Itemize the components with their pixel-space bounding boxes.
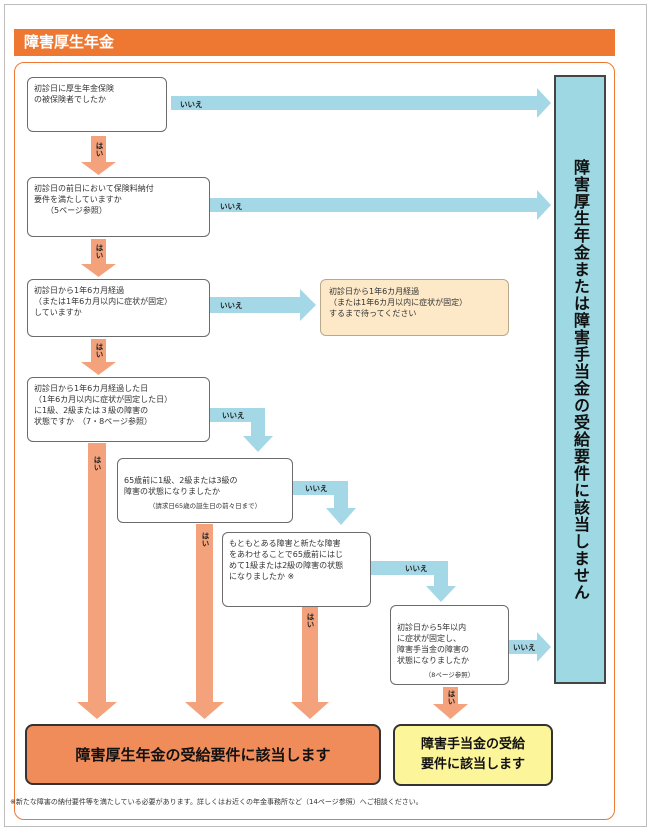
yes-label-2: はい — [95, 244, 104, 259]
question-before-65-text: 65歳前に1級、2級または3級の 障害の状態になりましたか — [124, 476, 238, 496]
no-arrow-6 — [371, 561, 456, 602]
no-label-3: いいえ — [220, 301, 243, 310]
no-label-7: いいえ — [513, 643, 536, 652]
question-combined-disability: もともとある障害と新たな障害 をあわせることで65歳前にはじ めて1級または2級… — [222, 532, 371, 607]
question-5-years-note: （8ページ参照） — [424, 671, 475, 679]
footnote: ※新たな障害の納付要件等を満たしている必要があります。詳しくはお近くの年金事務所… — [10, 798, 423, 806]
no-label-6: いいえ — [405, 564, 428, 573]
no-arrow-5 — [293, 481, 356, 525]
no-label-4: いいえ — [222, 411, 245, 420]
question-before-65-note: （請求日65歳の誕生日の前々日まで） — [148, 502, 262, 510]
yes-label-5: はい — [201, 532, 210, 547]
yes-label-4: はい — [93, 456, 102, 471]
no-arrow-1 — [171, 88, 551, 118]
no-arrow-7 — [509, 632, 551, 662]
no-label-2: いいえ — [220, 202, 243, 211]
yes-label-6: はい — [306, 613, 315, 628]
question-insured: 初診日に厚生年金保険 の被保険者でしたか — [27, 77, 167, 132]
no-label-5: いいえ — [305, 484, 328, 493]
question-grade-1-3: 初診日から1年6カ月経過した日 （1年6カ月以内に症状が固定した日） に1級、2… — [27, 377, 210, 442]
not-eligible-text: 障害厚生年金または障害手当金の受給要件に該当しません — [571, 158, 590, 601]
no-arrow-4 — [210, 408, 273, 452]
yes-label-7: はい — [447, 690, 456, 705]
no-arrow-3 — [210, 289, 316, 321]
question-5-years-text: 初診日から5年以内 に症状が固定し、 障害手当金の障害の 状態になりましたか — [397, 623, 469, 665]
yes-arrow-6 — [291, 607, 329, 719]
result-pension-eligible: 障害厚生年金の受給要件に該当します — [25, 724, 381, 785]
question-before-65: 65歳前に1級、2級または3級の 障害の状態になりましたか （請求日65歳の誕生… — [117, 458, 293, 523]
question-18-months: 初診日から1年6カ月経過 （または1年6カ月以内に症状が固定） していますか — [27, 279, 210, 337]
no-label-1: いいえ — [180, 100, 203, 109]
not-eligible-box: 障害厚生年金または障害手当金の受給要件に該当しません — [554, 75, 606, 684]
question-contribution: 初診日の前日において保険料納付 要件を満たしていますか （5ページ参照） — [27, 177, 210, 237]
no-arrow-2 — [210, 190, 551, 220]
page-frame — [4, 4, 647, 827]
yes-label-1: はい — [95, 142, 104, 157]
yes-arrow-5 — [185, 524, 224, 719]
result-allowance-eligible: 障害手当金の受給 要件に該当します — [393, 724, 553, 786]
yes-arrow-1 — [81, 136, 116, 175]
yes-arrow-4 — [77, 443, 117, 719]
yes-arrow-3 — [81, 339, 116, 375]
wait-box: 初診日から1年6カ月経過 （または1年6カ月以内に症状が固定） するまで待ってく… — [320, 279, 509, 336]
yes-arrow-2 — [81, 239, 116, 277]
section-header: 障害厚生年金 — [14, 29, 615, 56]
question-5-years: 初診日から5年以内 に症状が固定し、 障害手当金の障害の 状態になりましたか （… — [390, 605, 509, 685]
yes-arrow-7 — [433, 687, 468, 719]
yes-label-3: はい — [95, 343, 104, 358]
flowchart-container — [14, 62, 615, 820]
